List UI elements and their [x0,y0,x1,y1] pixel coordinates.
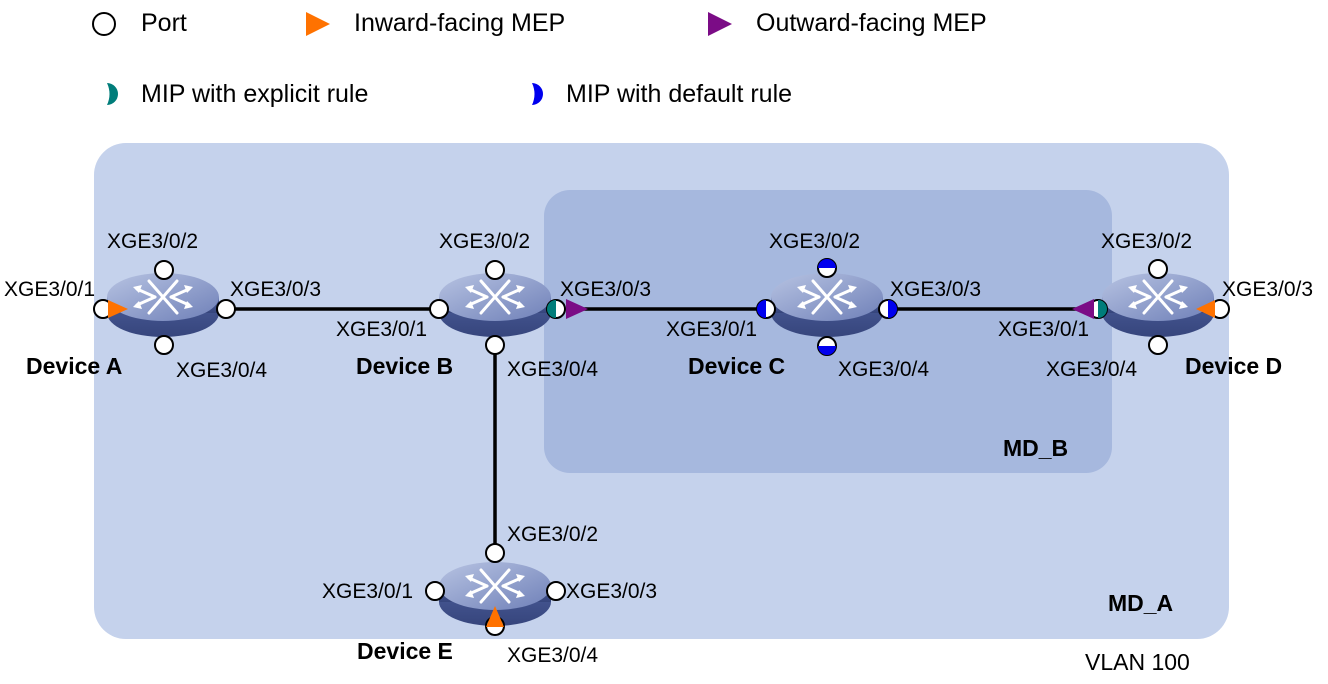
port-icon [154,335,174,355]
mip-default-icon [532,83,543,105]
port-icon [485,260,505,280]
device-c-port-1-label: XGE3/0/1 [666,318,757,341]
device-d-name: Device D [1185,353,1282,379]
device-a-port-4-label: XGE3/0/4 [176,359,267,382]
port-icon [1148,335,1168,355]
inward-mep-icon [486,606,504,627]
outward-mep-icon [566,299,588,319]
inward-mep-icon [1196,300,1215,318]
mip-default-icon [818,346,836,355]
mip-default-icon [818,259,836,268]
md-b-label: MD_B [1003,435,1068,461]
legend-port-label: Port [141,9,187,37]
device-a-port-2-label: XGE3/0/2 [107,230,198,253]
device-a-port-1-label: XGE3/0/1 [4,278,95,301]
device-b-port-2-label: XGE3/0/2 [439,230,530,253]
device-e-port-2-label: XGE3/0/2 [507,523,598,546]
inward-mep-icon [108,300,128,318]
device-c-port-4-label: XGE3/0/4 [838,358,929,381]
device-e-name: Device E [357,638,453,664]
device-a-switch-icon [105,271,221,339]
mip-default-icon [888,300,897,318]
port-icon [425,581,445,601]
legend-mip-explicit-label: MIP with explicit rule [141,80,368,108]
mip-explicit-icon [547,300,556,318]
vlan-label: VLAN 100 [1085,649,1190,675]
port-icon [485,335,505,355]
port-icon [92,12,116,36]
device-d-port-1-label: XGE3/0/1 [998,318,1089,341]
device-e-port-4-label: XGE3/0/4 [507,644,598,667]
device-c-port-3-label: XGE3/0/3 [890,278,981,301]
md-a-label: MD_A [1108,590,1173,616]
device-c-name: Device C [688,353,785,379]
device-d-port-2-label: XGE3/0/2 [1101,230,1192,253]
legend-mip-default-label: MIP with default rule [566,80,792,108]
outward-mep-icon [1072,299,1094,319]
legend: Port Inward-facing MEP Outward-facing ME… [92,9,987,108]
links [226,307,1098,551]
device-d-port-3-label: XGE3/0/3 [1222,278,1313,301]
port-icon [154,260,174,280]
legend-outward-mep-label: Outward-facing MEP [756,9,987,37]
device-c-port-2-label: XGE3/0/2 [769,230,860,253]
legend-inward-mep-label: Inward-facing MEP [354,9,565,37]
port-icon [546,581,566,601]
port-icon [485,543,505,563]
device-d-switch-icon [1100,271,1216,339]
device-b-port-1-label: XGE3/0/1 [336,318,427,341]
device-c-switch-icon [769,271,885,339]
port-icon [429,299,449,319]
device-a-name: Device A [26,353,122,379]
device-b-port-3-label: XGE3/0/3 [560,278,651,301]
inward-mep-icon [306,12,330,36]
device-b-name: Device B [356,353,453,379]
mip-default-icon [757,300,766,318]
port-icon [1148,259,1168,279]
outward-mep-icon [708,12,732,36]
port-icon [216,299,236,319]
device-d-port-4-label: XGE3/0/4 [1046,358,1137,381]
device-e-port-3-label: XGE3/0/3 [566,580,657,603]
device-b-port-4-label: XGE3/0/4 [507,358,598,381]
mip-explicit-icon [1098,300,1107,318]
device-a-port-3-label: XGE3/0/3 [230,278,321,301]
mip-explicit-icon [107,83,118,105]
device-b-switch-icon [437,271,553,339]
device-e-port-1-label: XGE3/0/1 [322,580,413,603]
